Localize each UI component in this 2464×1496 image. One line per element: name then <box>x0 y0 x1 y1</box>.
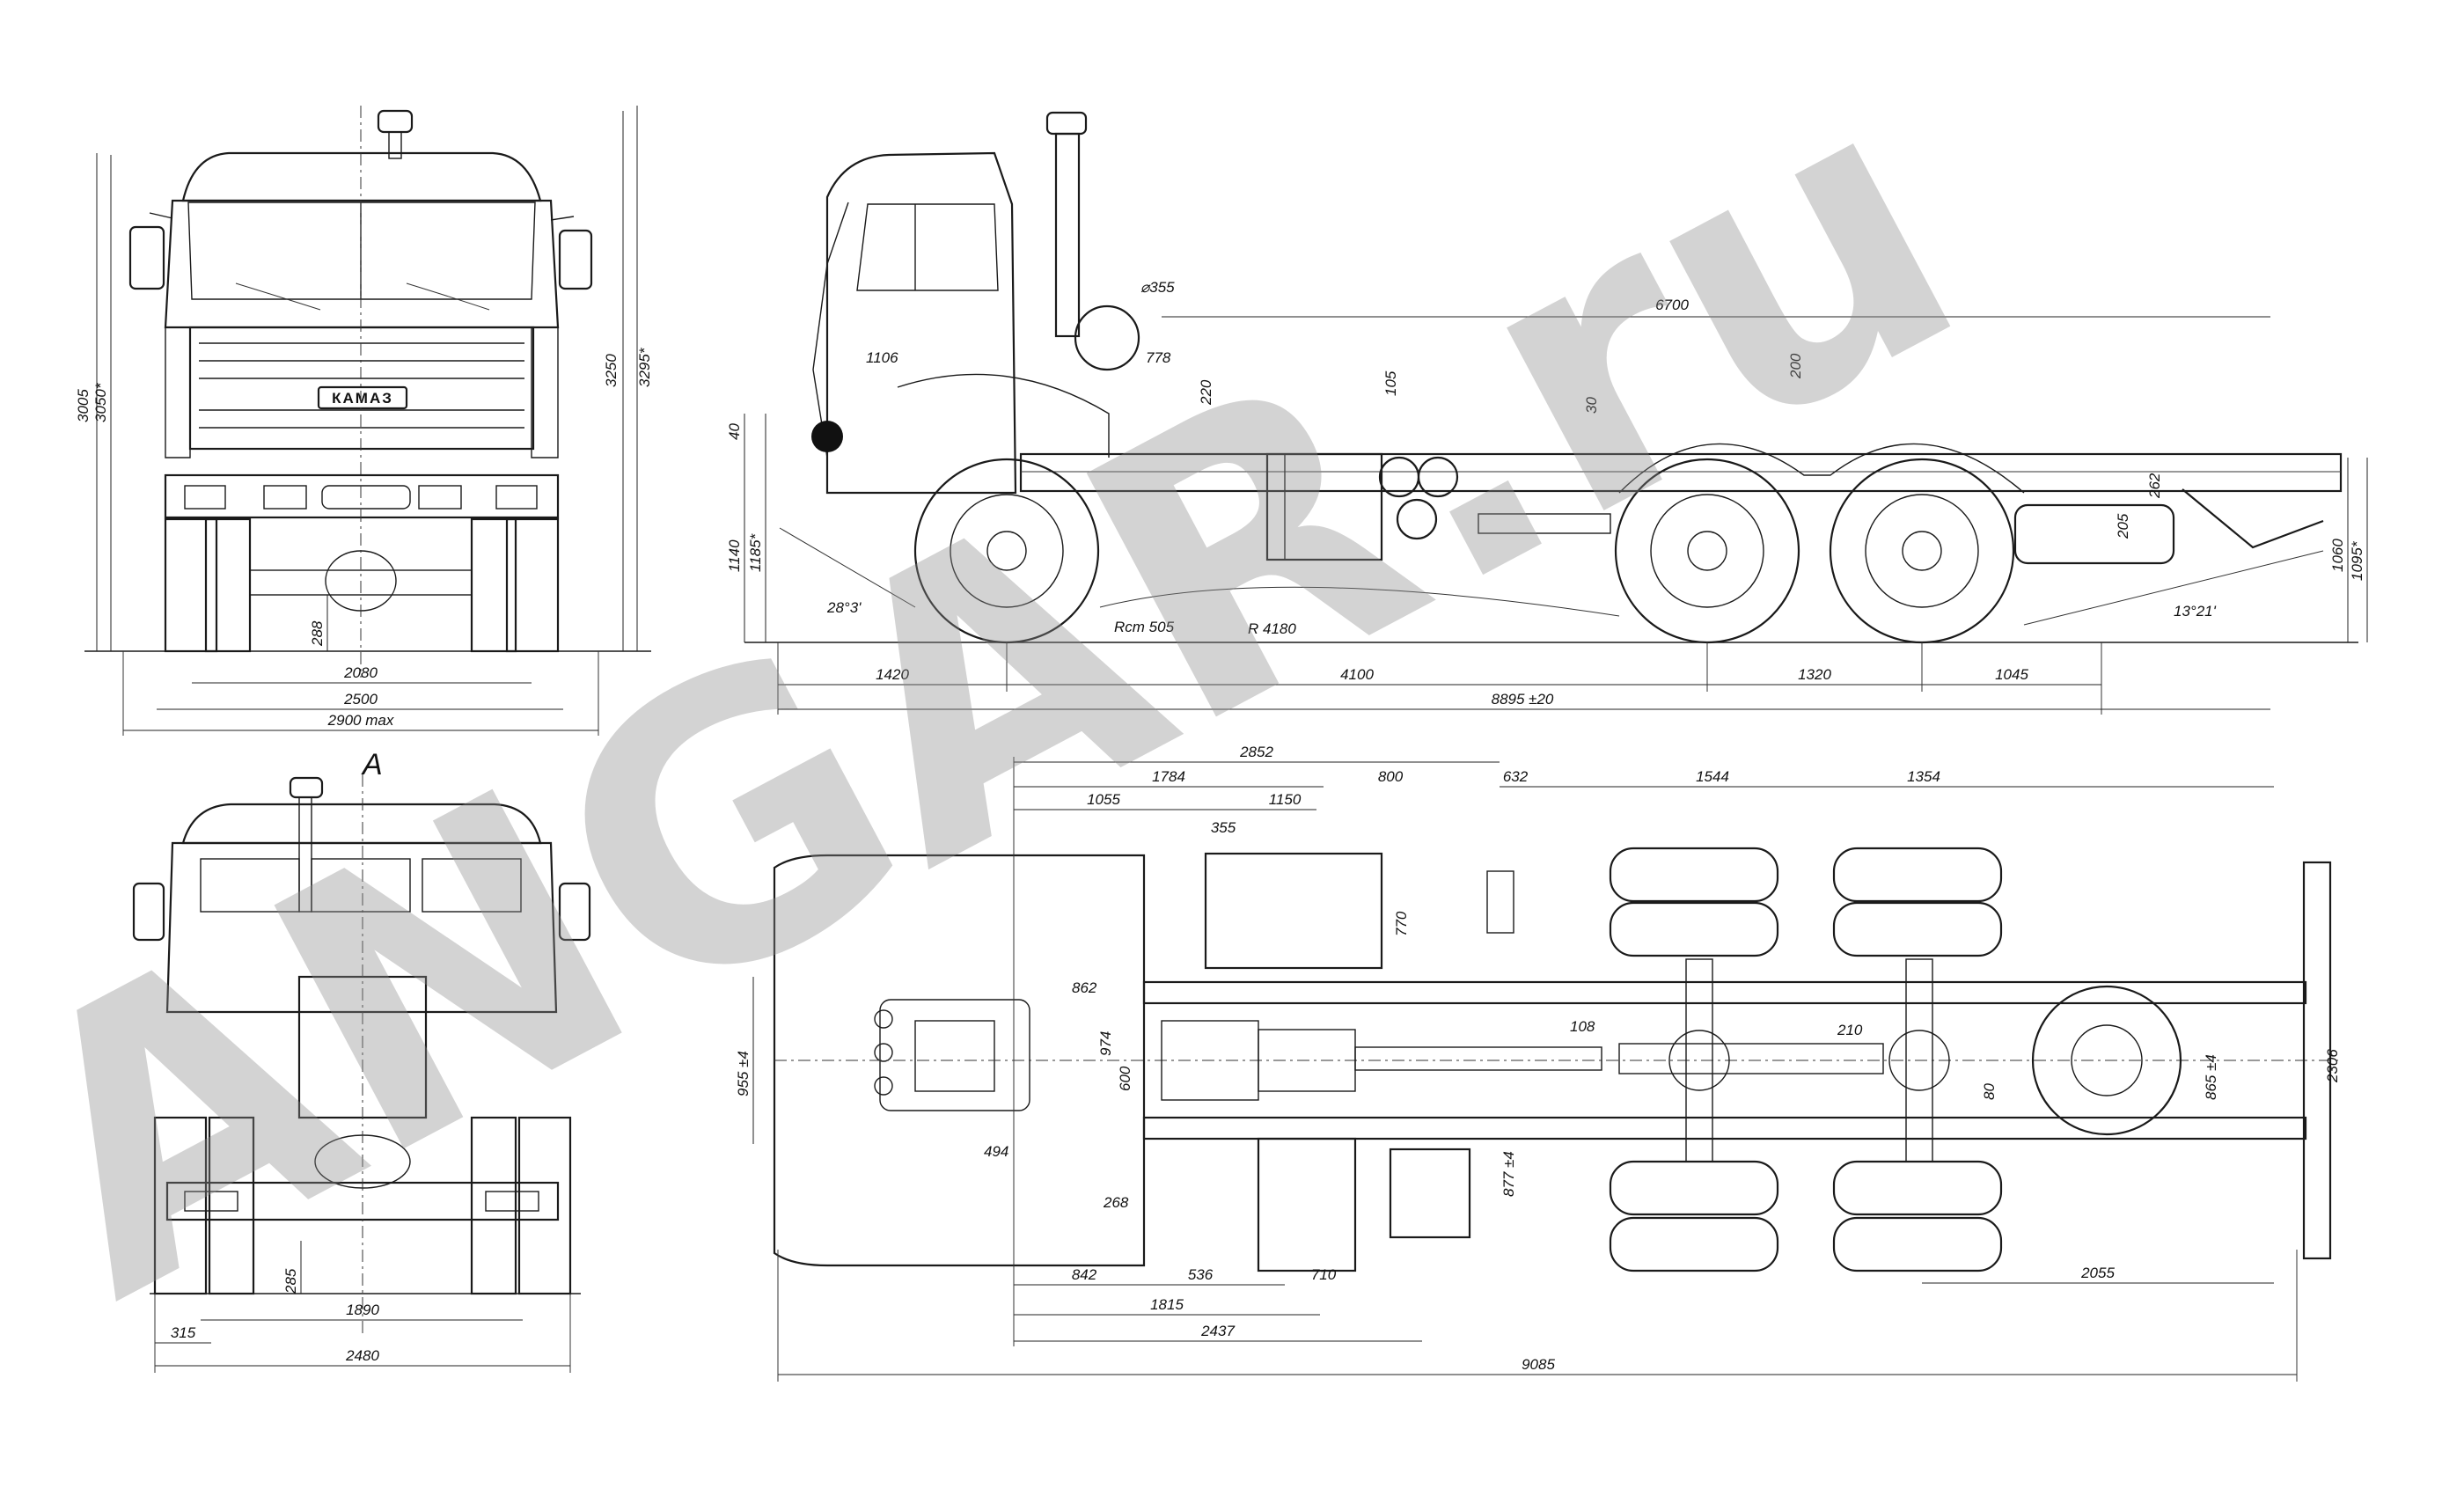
plan-rear-axle-1 <box>1609 847 1779 1272</box>
dim-105: 105 <box>1382 370 1399 396</box>
front-view-dimensions: 3005 3050* 3250 3295* 288 2080 2500 2900… <box>75 106 653 736</box>
plan-view-dimensions: 2852 1784 800 632 1544 1354 1055 1150 35… <box>735 744 2341 1382</box>
dim-494: 494 <box>984 1143 1008 1160</box>
dim-9085: 9085 <box>1522 1356 1555 1373</box>
dim-842: 842 <box>1072 1266 1097 1283</box>
dim-2437: 2437 <box>1200 1323 1235 1339</box>
dim-285: 285 <box>282 1268 299 1294</box>
side-marker-dot <box>811 421 843 452</box>
departure-angle: 13°21' <box>2174 603 2217 620</box>
dim-315: 315 <box>171 1324 196 1341</box>
rear-view: A <box>132 748 591 1338</box>
approach-angle: 28°3' <box>826 599 862 616</box>
rear-view-dimensions: 285 1890 315 2480 <box>154 1241 571 1373</box>
ramp-radius: R 4180 <box>1248 620 1296 637</box>
dim-210: 210 <box>1837 1022 1863 1038</box>
dim-wheelbase: 4100 <box>1340 666 1374 683</box>
turn-radius: Rст 505 <box>1114 619 1175 635</box>
dim-2055: 2055 <box>2080 1265 2115 1281</box>
dim-600: 600 <box>1117 1066 1133 1091</box>
dim-1354: 1354 <box>1907 768 1940 785</box>
dim-1815: 1815 <box>1150 1296 1184 1313</box>
dim-862: 862 <box>1072 979 1097 996</box>
dim-overall-length: 8895 ±20 <box>1492 691 1554 708</box>
dim-865: 865 ±4 <box>2203 1054 2219 1100</box>
dim-800: 800 <box>1378 768 1404 785</box>
dim-front-height-4: 3295* <box>636 347 653 387</box>
dim-exhaust-dia: ⌀355 <box>1140 279 1175 296</box>
front-view: КАМАЗ <box>84 106 651 678</box>
dim-1150: 1150 <box>1269 791 1302 808</box>
dim-frame-length: 6700 <box>1655 297 1689 313</box>
dim-710: 710 <box>1311 1266 1337 1283</box>
dim-974: 974 <box>1097 1031 1114 1056</box>
dim-770: 770 <box>1393 911 1410 936</box>
dim-1784: 1784 <box>1152 768 1185 785</box>
dim-1420: 1420 <box>876 666 909 683</box>
dim-1185: 1185* <box>747 532 764 572</box>
dim-track: 2080 <box>343 664 378 681</box>
dim-2852: 2852 <box>1239 744 1273 760</box>
dim-632: 632 <box>1503 768 1529 785</box>
dim-40: 40 <box>726 423 743 440</box>
dim-1055: 1055 <box>1087 791 1120 808</box>
watermark: ANGAR.ru <box>0 2 2020 1382</box>
dim-1106: 1106 <box>866 349 898 366</box>
dim-955: 955 ±4 <box>735 1051 752 1096</box>
side-view-dimensions: 6700 ⌀355 1106 778 220 105 30 200 262 20… <box>726 279 2368 715</box>
dim-1060: 1060 <box>2329 539 2346 572</box>
dim-2306: 2306 <box>2324 1049 2341 1083</box>
dim-355: 355 <box>1211 819 1236 836</box>
dim-front-height-2: 3050* <box>92 382 109 422</box>
dim-front-height-3: 3250 <box>603 354 620 387</box>
dim-1045: 1045 <box>1995 666 2028 683</box>
dim-778: 778 <box>1146 349 1171 366</box>
dim-width-2500: 2500 <box>343 691 378 708</box>
dim-200: 200 <box>1787 353 1804 379</box>
plan-view <box>773 847 2341 1272</box>
dim-220: 220 <box>1198 379 1214 406</box>
dim-877: 877 ±4 <box>1500 1151 1517 1197</box>
dim-205: 205 <box>2115 513 2131 539</box>
dim-1890: 1890 <box>346 1302 379 1318</box>
dim-30: 30 <box>1583 397 1600 414</box>
dim-268: 268 <box>1103 1194 1129 1211</box>
dim-2480: 2480 <box>345 1347 379 1364</box>
dim-1095: 1095* <box>2349 540 2365 581</box>
dim-width-max: 2900 max <box>327 712 394 729</box>
plan-rear-axle-2 <box>1832 847 2003 1272</box>
dim-108: 108 <box>1570 1018 1595 1035</box>
dim-ground-clearance: 288 <box>309 620 326 647</box>
dim-262: 262 <box>2146 473 2163 499</box>
side-view <box>744 111 2358 644</box>
view-marker: A <box>361 748 383 781</box>
rear-wheel-2 <box>1829 458 2015 644</box>
dim-80: 80 <box>1981 1083 1998 1100</box>
dim-536: 536 <box>1188 1266 1214 1283</box>
dim-front-height-1: 3005 <box>75 389 92 422</box>
dim-1140: 1140 <box>726 539 743 572</box>
dim-1320: 1320 <box>1798 666 1831 683</box>
dim-1544: 1544 <box>1696 768 1729 785</box>
brand-plate: КАМАЗ <box>332 390 393 407</box>
